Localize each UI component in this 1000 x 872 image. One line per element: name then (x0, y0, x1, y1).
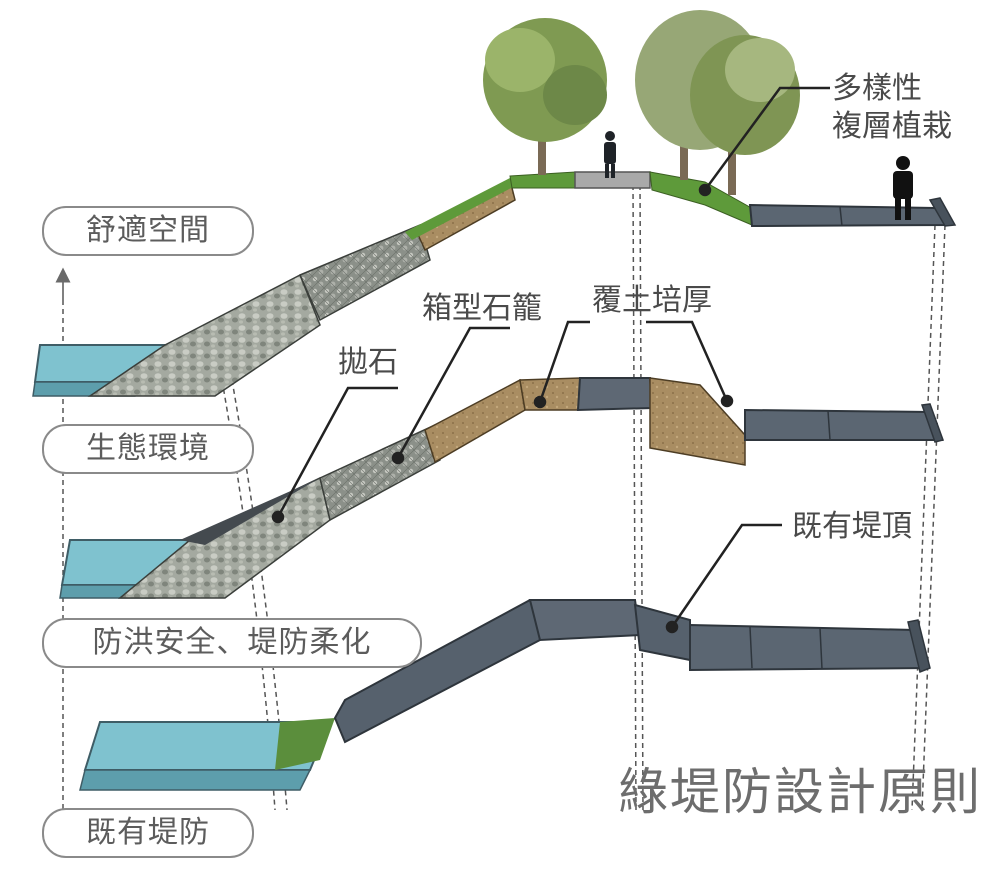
principle-comfort: 舒適空間 (42, 206, 254, 256)
guide-lines (55, 184, 946, 811)
person-icon (604, 131, 616, 178)
tree-icon (635, 10, 800, 195)
principle-ecology: 生態環境 (42, 424, 254, 474)
diagram-title: 綠堤防設計原則 (618, 763, 982, 821)
callout-riprap: 拋石 (338, 345, 398, 380)
levee-existing (79, 599, 931, 791)
person-icon (893, 156, 913, 220)
callout-gabion: 箱型石籠 (422, 291, 542, 326)
callout-soil: 覆土培厚 (592, 283, 712, 318)
principle-existing: 既有堤防 (42, 808, 254, 858)
callout-existing-crest: 既有堤頂 (792, 509, 912, 544)
levee-ecology (59, 377, 944, 599)
principle-flood-safety: 防洪安全、堤防柔化 (42, 618, 422, 668)
callout-leaders (271, 86, 830, 634)
callout-planting-line2: 複層植栽 (832, 109, 952, 144)
callout-planting: 多樣性 複層植栽 (832, 70, 952, 146)
callout-planting-line1: 多樣性 (832, 71, 922, 106)
tree-icon (483, 18, 607, 175)
